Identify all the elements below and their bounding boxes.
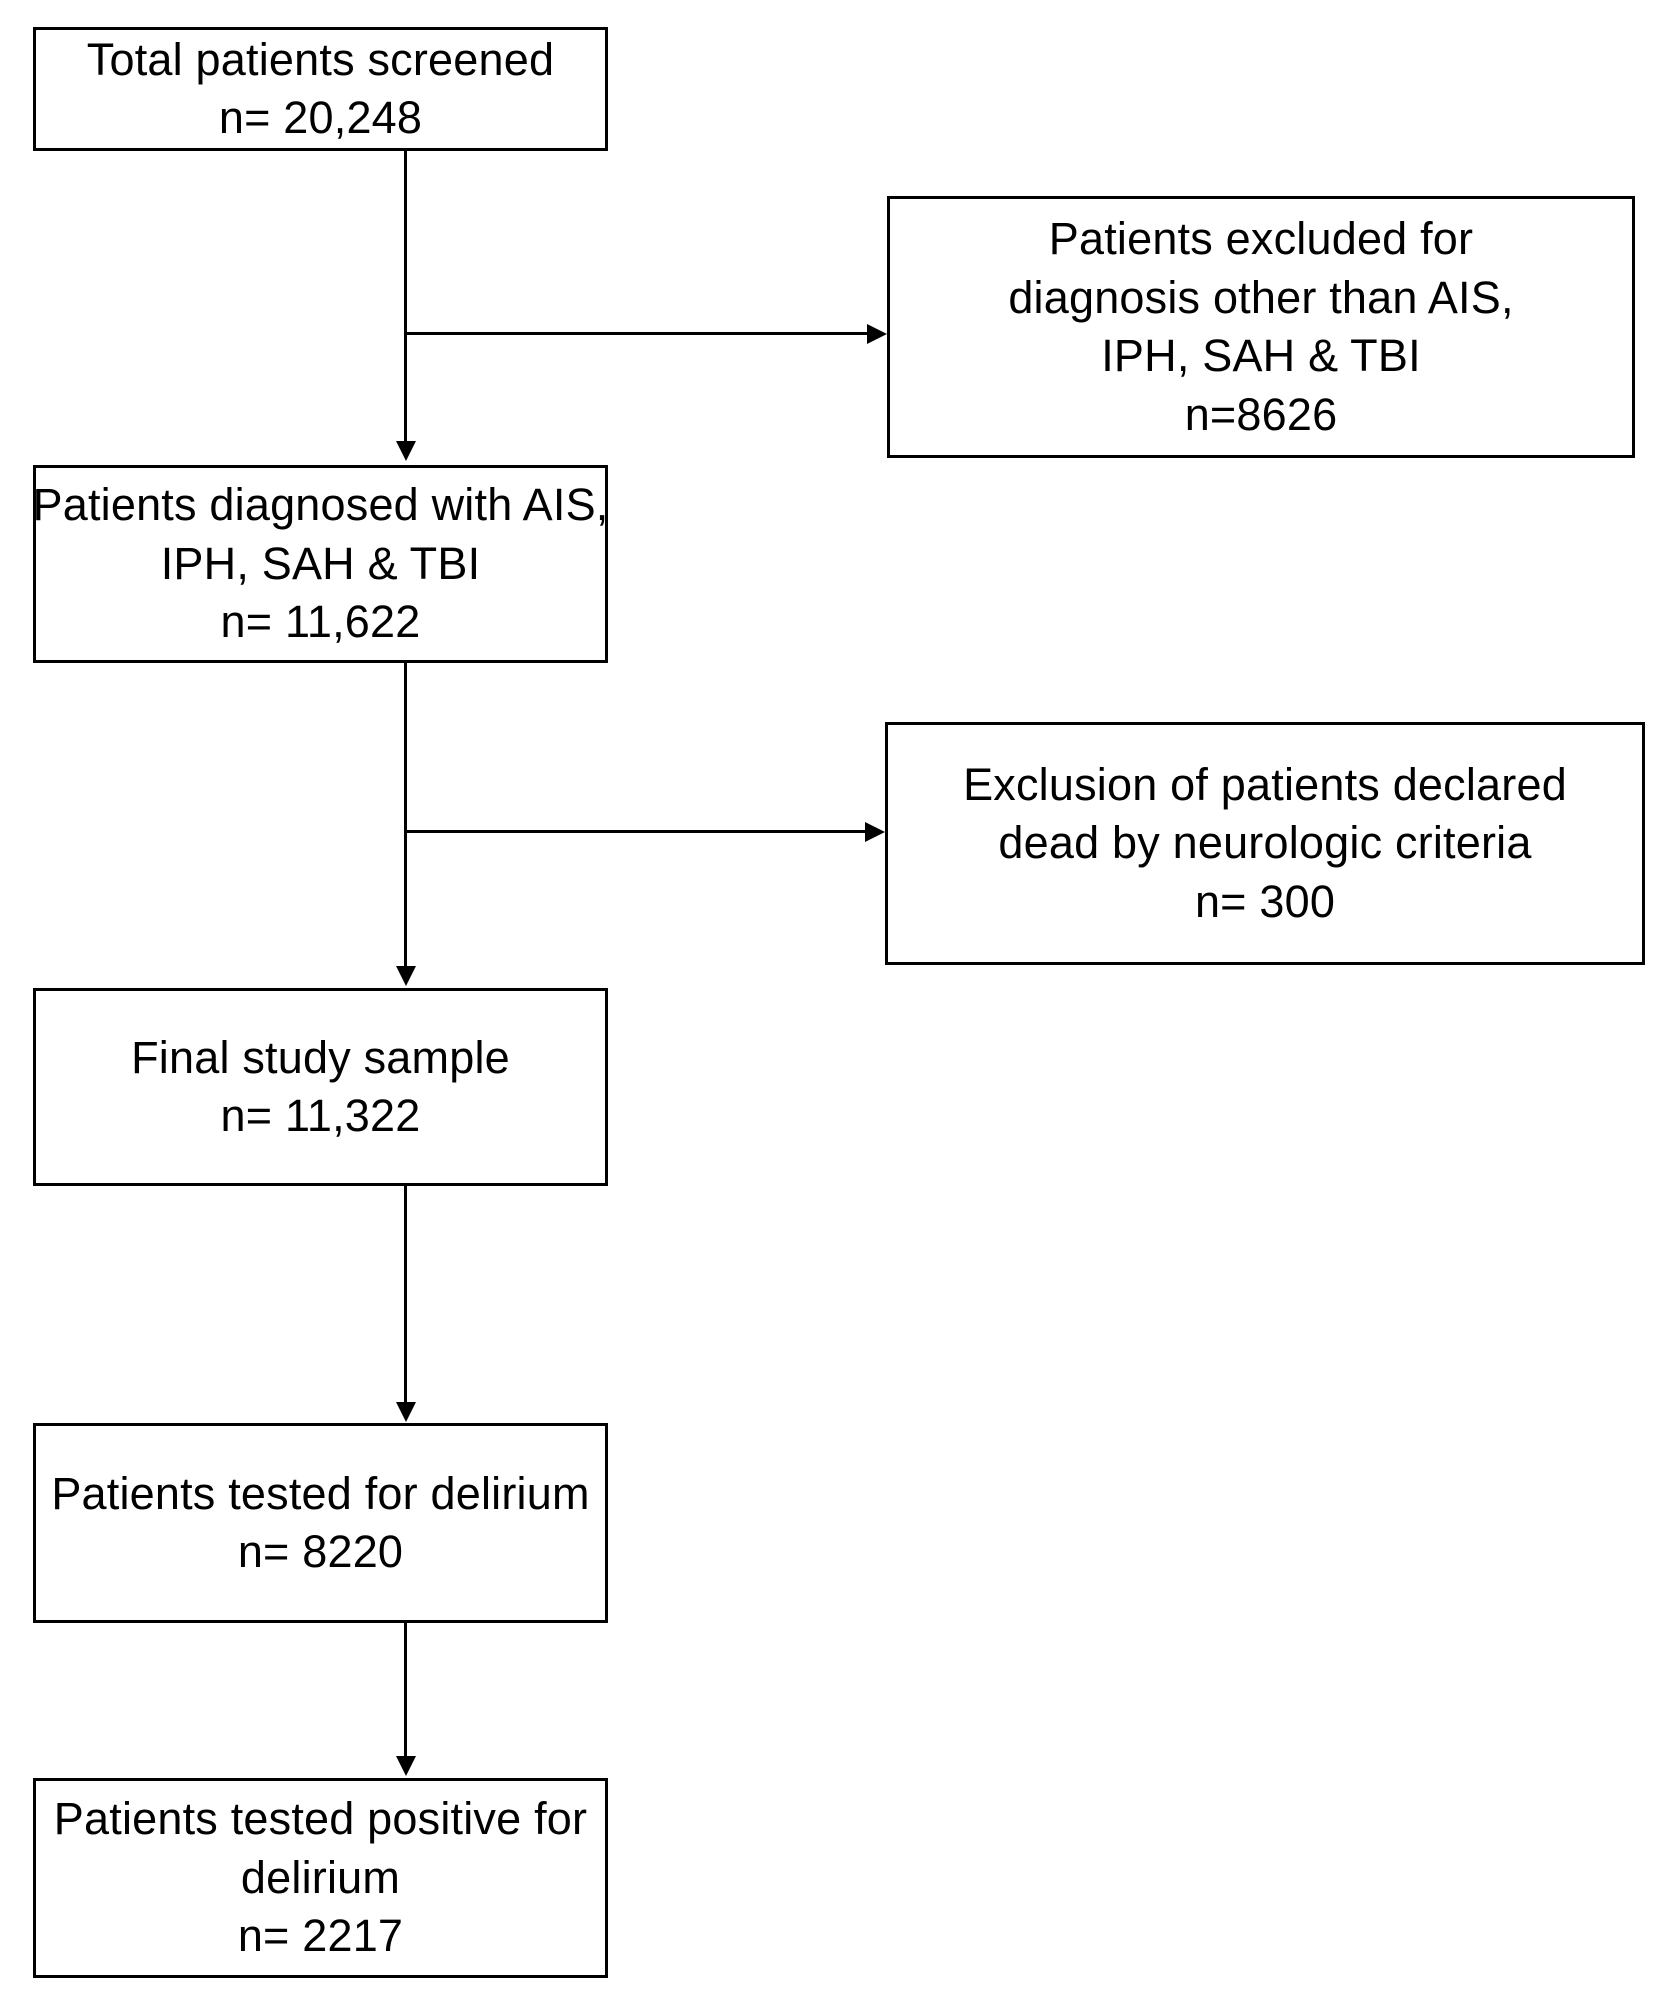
node-line: delirium [240, 1851, 401, 1903]
node-line: n= 8220 [237, 1526, 404, 1577]
connector-screened-to-diagnosed [404, 151, 407, 441]
node-line: dead by neurologic criteria [998, 817, 1532, 869]
node-line: n= 11,322 [220, 1090, 421, 1141]
node-line: Patients excluded for [1048, 213, 1474, 264]
node-final-study-sample: Final study sample n= 11,322 [33, 988, 608, 1186]
arrowhead-down-to-final-sample [396, 966, 416, 986]
arrowhead-right-to-excluded-dead [865, 822, 885, 842]
arrowhead-down-to-diagnosed [396, 441, 416, 461]
connector-tested-to-positive [404, 1623, 407, 1758]
node-line: n= 300 [1194, 875, 1336, 927]
connector-screened-to-excluded-diagnosis [404, 332, 869, 335]
node-line: Final study sample [131, 1031, 510, 1083]
node-line: diagnosis other than AIS, [1008, 271, 1514, 323]
node-line: IPH, SAH & TBI [1101, 330, 1421, 381]
node-line: n= 2217 [237, 1910, 404, 1962]
node-total-patients-screened: Total patients screened n= 20,248 [33, 27, 608, 151]
connector-final-sample-to-tested [404, 1186, 407, 1404]
arrowhead-down-to-tested [396, 1402, 416, 1422]
node-line: n= 20,248 [218, 92, 423, 143]
arrowhead-down-to-positive [396, 1756, 416, 1776]
node-patients-tested-positive-for-delirium: Patients tested positive for delirium n=… [33, 1778, 608, 1978]
node-line: IPH, SAH & TBI [160, 537, 481, 589]
node-patients-diagnosed: Patients diagnosed with AIS, IPH, SAH & … [33, 465, 608, 663]
node-line: Patients tested for delirium [51, 1467, 590, 1519]
connector-diagnosed-to-excluded-dead [404, 830, 867, 833]
node-exclusion-dead-neurologic-criteria: Exclusion of patients declared dead by n… [885, 722, 1645, 965]
node-patients-excluded-diagnosis: Patients excluded for diagnosis other th… [887, 196, 1635, 458]
node-line: Patients tested positive for [53, 1793, 588, 1845]
node-line: Exclusion of patients declared [963, 758, 1567, 810]
arrowhead-right-to-excluded-diagnosis [867, 324, 887, 344]
connector-diagnosed-to-final-sample [404, 663, 407, 968]
node-line: n=8626 [1184, 388, 1338, 440]
node-patients-tested-for-delirium: Patients tested for delirium n= 8220 [33, 1423, 608, 1623]
node-line: n= 11,622 [220, 596, 421, 648]
node-line: Patients diagnosed with AIS, [32, 479, 609, 531]
node-line: Total patients screened [86, 33, 555, 85]
